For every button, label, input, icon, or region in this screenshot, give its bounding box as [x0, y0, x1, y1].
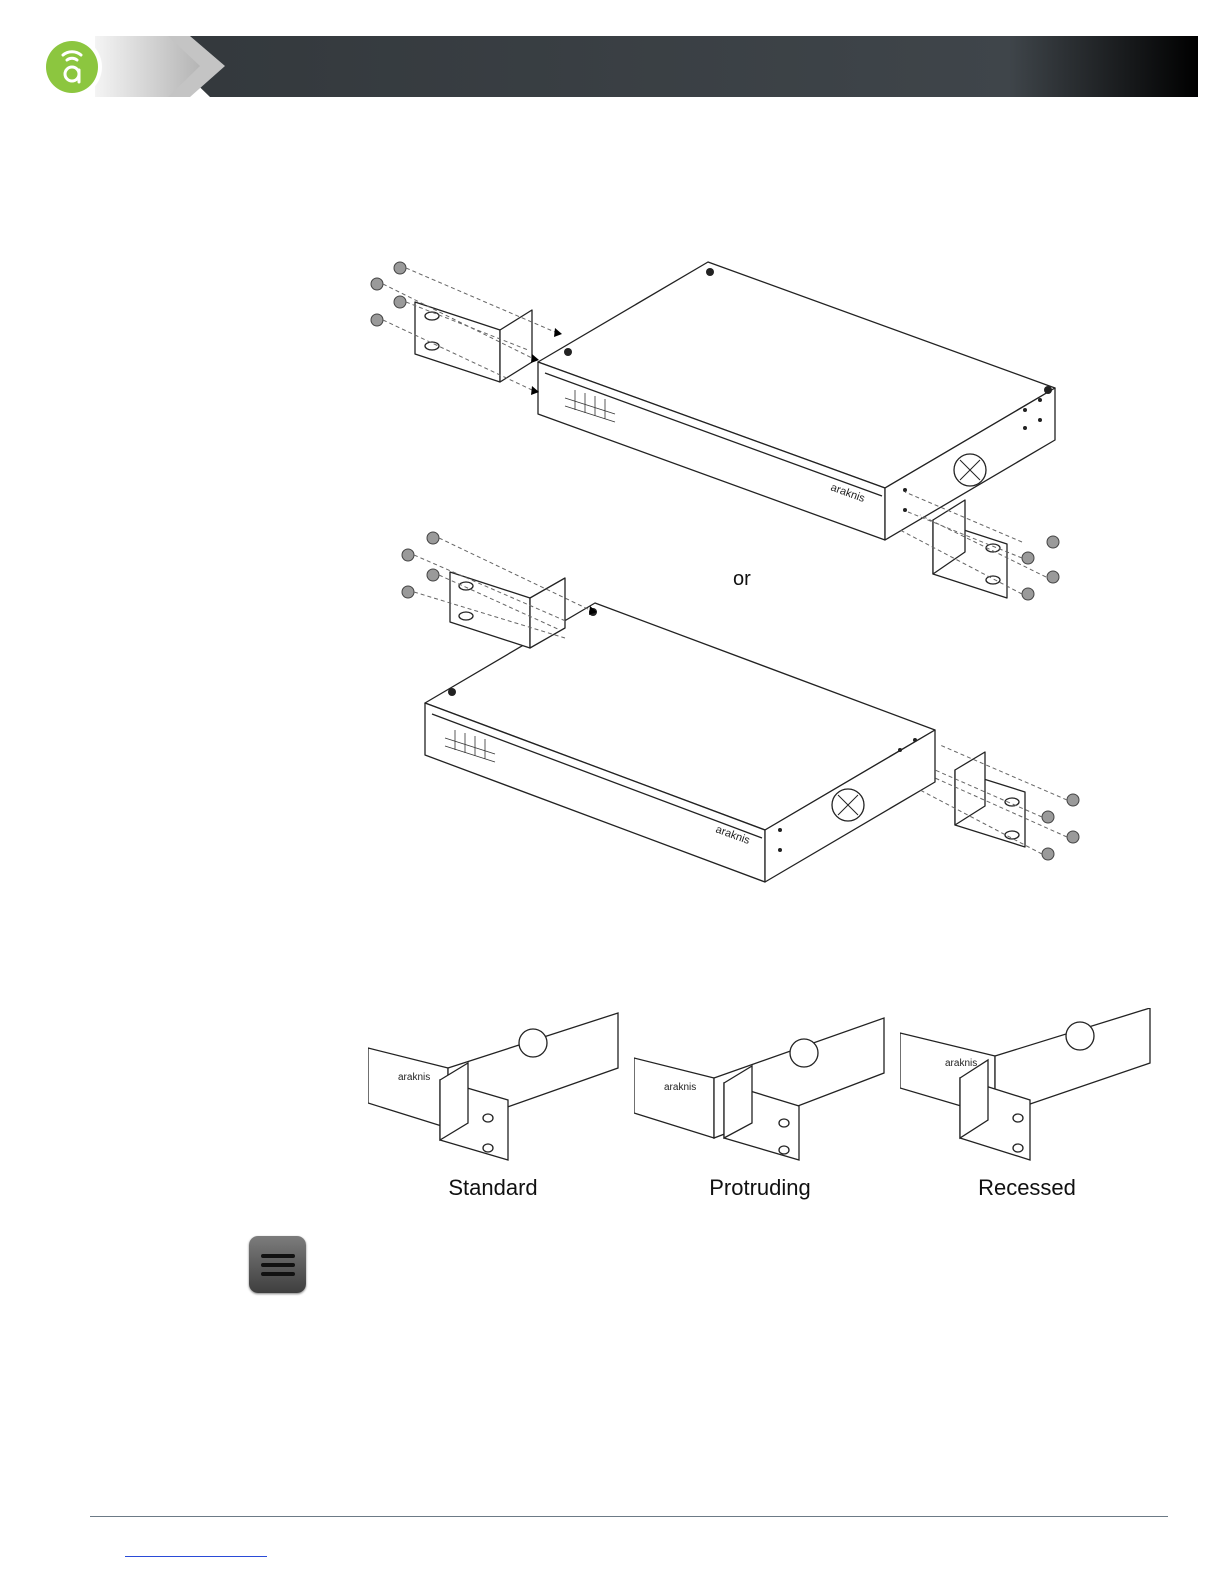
header-banner — [0, 0, 1225, 110]
menu-note-icon — [249, 1236, 306, 1293]
mount-recessed-diagram: araknis — [900, 1008, 1160, 1168]
mount-standard-label: Standard — [383, 1175, 603, 1201]
footer-link-underline[interactable] — [125, 1556, 267, 1557]
mount-protruding-label: Protruding — [650, 1175, 870, 1201]
mount-recessed-label: Recessed — [917, 1175, 1137, 1201]
or-label: or — [733, 568, 751, 591]
svg-text:araknis: araknis — [945, 1058, 977, 1069]
rack-ear-install-diagram: araknis araknis — [360, 250, 1080, 900]
svg-text:araknis: araknis — [398, 1072, 430, 1083]
mount-standard-diagram: araknis — [368, 1008, 628, 1168]
footer-divider — [90, 1516, 1168, 1517]
svg-text:araknis: araknis — [664, 1082, 696, 1093]
mount-protruding-diagram: araknis — [634, 1008, 894, 1168]
